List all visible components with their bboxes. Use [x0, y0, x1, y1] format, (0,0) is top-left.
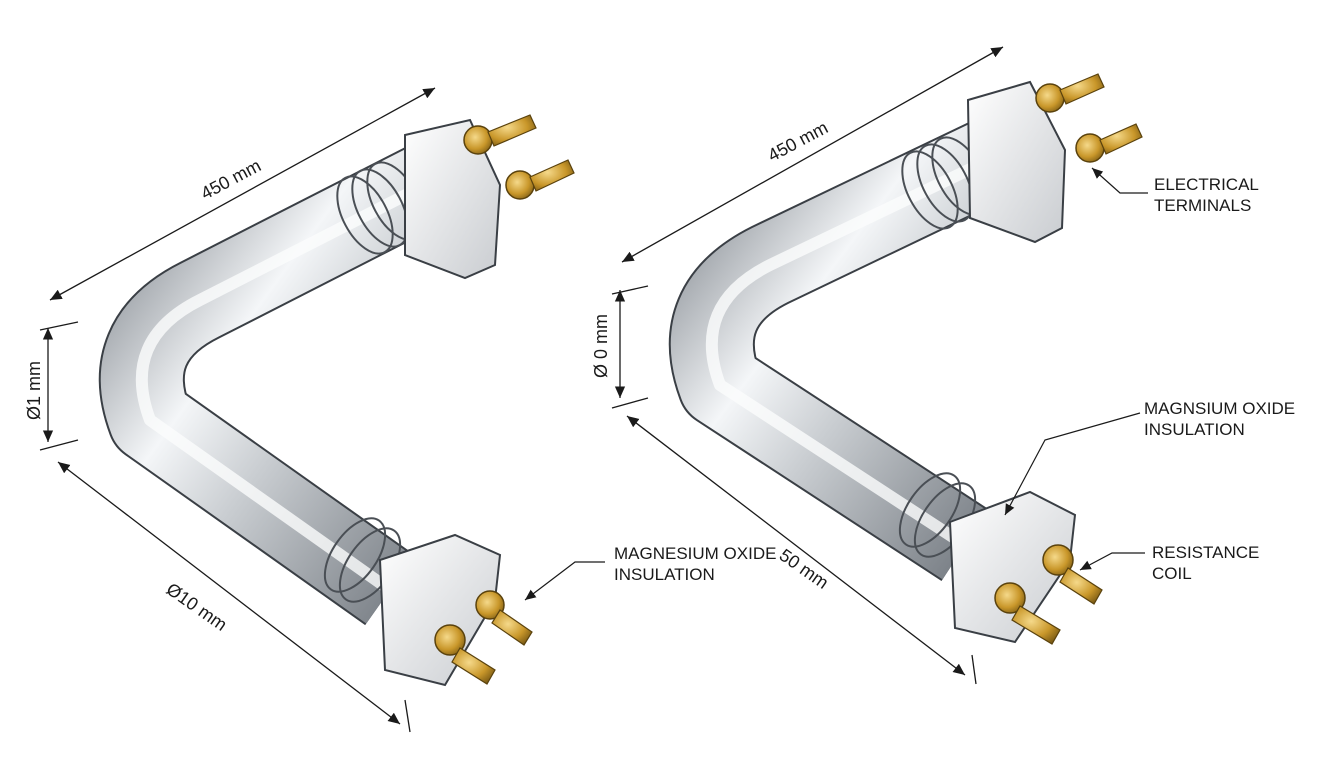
- right-dimension-lines: [611, 46, 1004, 685]
- right-diameter-dim-vertical: Ø 0 mm: [591, 314, 611, 378]
- right-lower-terminal-block: [948, 490, 1103, 645]
- right-lower-stud-1: [1059, 567, 1103, 605]
- right-upper-stud-1: [1059, 73, 1105, 105]
- right-terminals-line1: ELECTRICAL: [1154, 175, 1259, 194]
- left-diameter-dim-vertical: Ø1 mm: [24, 361, 44, 420]
- right-terminals-line2: TERMINALS: [1154, 196, 1251, 215]
- left-callout-line1: MAGNESIUM OXIDE: [614, 544, 776, 563]
- left-upper-stud-1: [487, 114, 537, 147]
- left-upper-terminal-block: [404, 114, 575, 280]
- right-upper-stud-2: [1099, 123, 1143, 155]
- left-lower-nut-2: [434, 624, 466, 656]
- left-callout-leader: [524, 561, 605, 601]
- left-upper-nut-2: [505, 170, 535, 200]
- right-upper-terminal-block: [966, 73, 1143, 244]
- left-length-dim: 450 mm: [197, 155, 264, 203]
- right-upper-nut-1: [1035, 83, 1065, 113]
- left-heater: 450 mm Ø1 mm Ø10 mm MAGNESIUM OXIDE INSU…: [24, 87, 776, 733]
- right-coil-line2: COIL: [1152, 564, 1192, 583]
- left-lower-terminal-block: [378, 533, 533, 687]
- left-callout-line2: INSULATION: [614, 565, 715, 584]
- right-coil-line1: RESISTANCE: [1152, 543, 1259, 562]
- left-lower-stud-1: [491, 609, 533, 646]
- right-insulation-line2: INSULATION: [1144, 420, 1245, 439]
- right-lower-nut-1: [1042, 544, 1074, 576]
- left-upper-nut-1: [463, 125, 493, 155]
- right-callout-leaders: [1004, 167, 1148, 571]
- right-heater: 450 mm Ø 0 mm 50 mm ELECTRICAL TERMINALS…: [591, 46, 1295, 685]
- right-insulation-line1: MAGNSIUM OXIDE: [1144, 399, 1295, 418]
- left-dimension-lines: [39, 87, 436, 733]
- right-lower-nut-2: [994, 582, 1026, 614]
- right-upper-nut-2: [1075, 133, 1105, 163]
- left-upper-stud-2: [529, 159, 575, 192]
- right-lower-stud-2: [1011, 605, 1061, 645]
- left-lower-nut-1: [475, 590, 505, 620]
- left-lower-stud-2: [451, 647, 496, 685]
- right-length-dim: 450 mm: [764, 117, 831, 165]
